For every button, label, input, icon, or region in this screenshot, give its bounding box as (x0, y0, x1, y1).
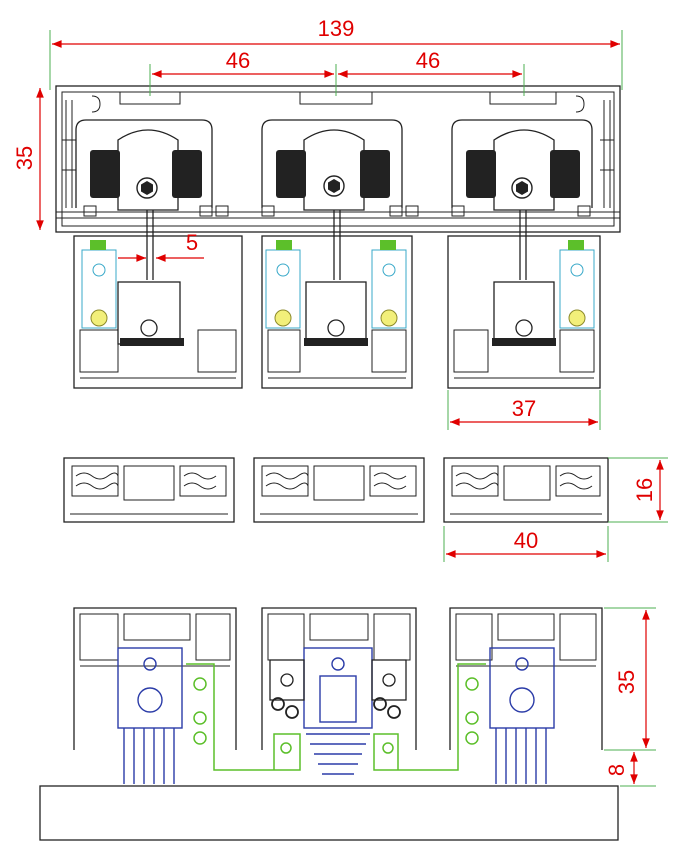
track-2 (253, 457, 425, 523)
base-plate (39, 785, 619, 841)
dimension-gap: 5 (118, 230, 204, 262)
dim-label-track-width: 40 (514, 528, 538, 553)
dim-label-pitch-right: 46 (416, 48, 440, 73)
carriage-1 (73, 235, 243, 389)
runner-2 (261, 119, 403, 280)
blue-mount-center (303, 647, 373, 775)
dim-label-track-height: 16 (632, 478, 657, 502)
dim-label-carriage-width: 37 (512, 396, 536, 421)
runner-1 (75, 119, 213, 280)
green-linkage (186, 663, 486, 771)
black-clips (269, 659, 407, 719)
dim-label-rail-height: 35 (12, 146, 37, 170)
carriage-2 (261, 235, 413, 389)
dim-label-bottom-height: 35 (614, 670, 639, 694)
dimension-base-height: 8 (604, 751, 656, 787)
carriage-3 (447, 235, 601, 389)
blue-mount-right (489, 647, 555, 784)
dim-label-gap: 5 (186, 230, 198, 255)
bottom-assembly (39, 607, 619, 841)
bottom-profile-1 (73, 607, 237, 750)
track-3 (443, 457, 609, 523)
bottom-profile-3 (449, 607, 603, 750)
carriage-row (73, 235, 601, 389)
bottom-profile-2 (261, 607, 417, 750)
dimension-track-height: 16 (608, 457, 668, 523)
dimension-pitch: 46 46 (149, 48, 525, 96)
dim-label-base-height: 8 (604, 764, 629, 776)
rail-outline (55, 85, 621, 233)
dimension-bottom-height: 35 (604, 607, 656, 751)
track-row (63, 457, 609, 523)
rail-teeth (83, 205, 591, 217)
dimension-overall-width: 139 (49, 16, 623, 90)
dim-label-pitch-left: 46 (226, 48, 250, 73)
blue-mount-left (117, 647, 183, 784)
track-1 (63, 457, 235, 523)
dimension-rail-height: 35 (12, 88, 44, 230)
dimension-track-width: 40 (443, 526, 609, 562)
top-rail-assembly (55, 85, 621, 280)
dim-label-overall-width: 139 (318, 16, 355, 41)
dimension-carriage-width: 37 (447, 390, 601, 430)
runner-3 (451, 119, 593, 280)
